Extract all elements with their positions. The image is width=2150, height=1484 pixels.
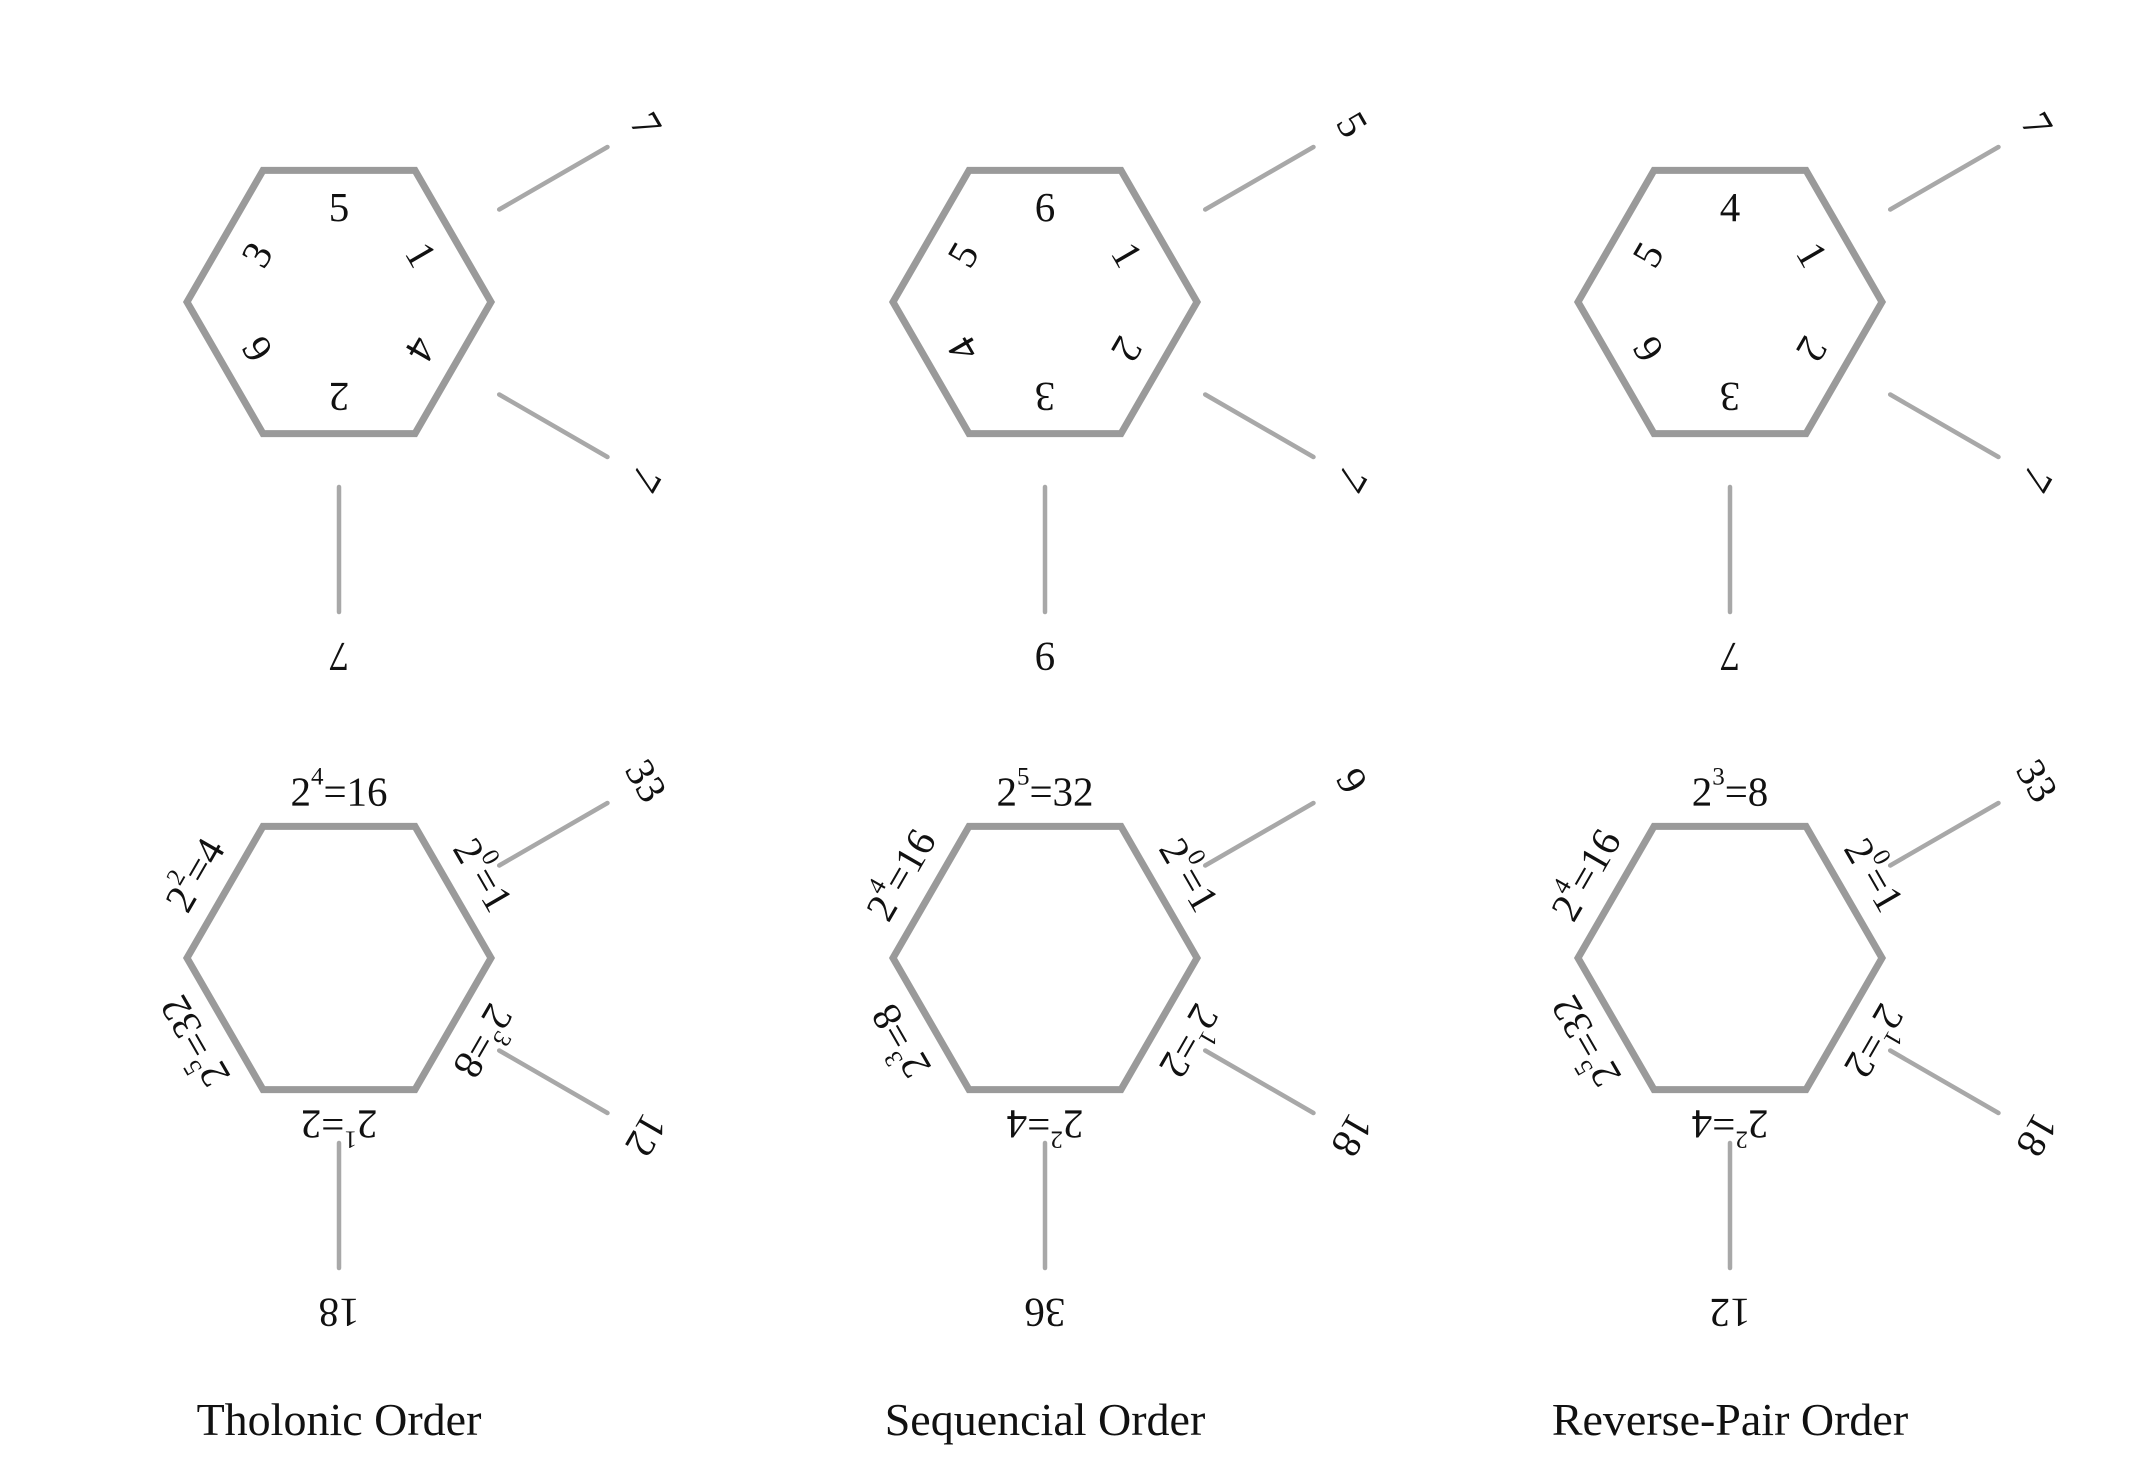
bottom-lower_right-connector — [1887, 1048, 2001, 1116]
inner-number: 5 — [1623, 234, 1673, 275]
top-hexagon — [1573, 166, 1887, 438]
inner-number: 1 — [1787, 234, 1837, 275]
bottom-lower_right-label: 18 — [2007, 1106, 2067, 1165]
inner-number: 4 — [1720, 184, 1741, 230]
top-upper_right-connector — [1202, 144, 1316, 212]
edge-power-label: 23=8 — [444, 997, 527, 1089]
top-upper_right-label: 5 — [1327, 104, 1377, 145]
bottom-upper_right-connector — [1202, 800, 1316, 868]
top-lower_right-label: 7 — [2012, 459, 2062, 500]
top-bottom-label: 7 — [329, 634, 350, 680]
edge-power-label: 21=2 — [301, 1102, 378, 1154]
bottom-bottom-label: 36 — [1025, 1290, 1066, 1336]
bottom-lower_right-label: 18 — [1322, 1106, 1382, 1165]
column-caption: Sequencial Order — [885, 1394, 1206, 1445]
top-upper_right-label: 7 — [2012, 104, 2062, 145]
top-upper_right-label: 7 — [621, 104, 671, 145]
inner-number: 3 — [232, 234, 282, 275]
bottom-hexagon — [182, 822, 496, 1094]
inner-number: 2 — [329, 374, 350, 420]
edge-power-label: 20=1 — [1835, 827, 1918, 919]
top-hexagon-group: 6 1 2 3 4 5 5 7 9 — [888, 104, 1377, 680]
top-hexagon-group: 5 1 4 2 6 3 7 7 7 — [182, 104, 671, 680]
column-2: 6 1 2 3 4 5 5 7 9 25=32 20=1 21=2 22=4 23=8 24=16 9 18 36… — [852, 104, 1383, 1445]
inner-number: 1 — [396, 234, 446, 275]
bottom-upper_right-label: 33 — [2007, 751, 2067, 810]
bottom-upper_right-label: 9 — [1327, 760, 1377, 801]
edge-power-label: 21=2 — [1150, 997, 1233, 1089]
bottom-upper_right-label: 33 — [616, 751, 676, 810]
top-lower_right-connector — [1202, 392, 1316, 460]
bottom-lower_right-connector — [1202, 1048, 1316, 1116]
inner-number: 6 — [1035, 184, 1056, 230]
top-hexagon-group: 4 1 2 3 6 5 7 7 7 — [1573, 104, 2062, 680]
edge-power-label: 24=16 — [290, 763, 387, 815]
column-3: 41236577723=820=121=222=425=3224=1633181… — [1537, 104, 2068, 1445]
edge-power-label: 25=32 — [996, 763, 1093, 815]
bottom-hexagon — [1573, 822, 1887, 1094]
top-hexagon — [182, 166, 496, 438]
top-lower_right-label: 7 — [621, 459, 671, 500]
bottom-hexagon — [888, 822, 1202, 1094]
top-hexagon — [888, 166, 1202, 438]
edge-power-label: 20=1 — [444, 827, 527, 919]
top-bottom-label: 9 — [1035, 634, 1056, 680]
bottom-bottom-label: 12 — [1710, 1290, 1751, 1336]
edge-power-label: 24=16 — [1537, 818, 1630, 928]
edge-power-label: 25=32 — [1537, 988, 1630, 1098]
top-bottom-label: 7 — [1720, 634, 1741, 680]
bottom-upper_right-connector — [1887, 800, 2001, 868]
bottom-hexagon-group: 25=32 20=1 21=2 22=4 23=8 24=16 9 18 36 — [852, 760, 1383, 1336]
top-lower_right-connector — [496, 392, 610, 460]
inner-number: 3 — [1720, 374, 1741, 420]
bottom-lower_right-connector — [496, 1048, 610, 1116]
inner-number: 4 — [938, 329, 988, 370]
top-lower_right-connector — [1887, 392, 2001, 460]
edge-power-label: 21=2 — [1835, 997, 1918, 1089]
inner-number: 2 — [1787, 329, 1837, 370]
edge-power-label: 20=1 — [1150, 827, 1233, 919]
top-lower_right-label: 7 — [1327, 459, 1377, 500]
bottom-lower_right-label: 12 — [616, 1106, 676, 1165]
edge-power-label: 22=4 — [151, 827, 234, 919]
edge-power-label: 22=4 — [1007, 1102, 1084, 1154]
bottom-bottom-label: 18 — [319, 1290, 360, 1336]
bottom-hexagon-group: 24=16 20=1 23=8 21=2 25=32 22=4 33 12 18 — [146, 751, 677, 1336]
edge-power-label: 24=16 — [852, 818, 945, 928]
edge-power-label: 23=8 — [857, 997, 940, 1089]
column-caption: Reverse-Pair Order — [1552, 1394, 1908, 1445]
column-1: 5 1 4 2 6 3 7 7 7 24=16 20=1 23=8 21=2 25=32 22=4 33 12 1… — [146, 104, 677, 1445]
column-caption: Tholonic Order — [197, 1394, 482, 1445]
bottom-upper_right-connector — [496, 800, 610, 868]
edge-power-label: 22=4 — [1692, 1102, 1769, 1154]
inner-number: 5 — [938, 234, 988, 275]
edge-power-label: 25=32 — [146, 988, 239, 1098]
inner-number: 5 — [329, 184, 350, 230]
inner-number: 2 — [1102, 329, 1152, 370]
inner-number: 6 — [232, 329, 282, 370]
inner-number: 1 — [1102, 234, 1152, 275]
top-upper_right-connector — [496, 144, 610, 212]
edge-power-label: 23=8 — [1692, 763, 1769, 815]
inner-number: 3 — [1035, 374, 1056, 420]
inner-number: 4 — [396, 329, 446, 370]
bottom-hexagon-group: 23=8 20=1 21=2 22=4 25=32 24=16 33 18 12 — [1537, 751, 2068, 1336]
inner-number: 6 — [1623, 329, 1673, 370]
top-upper_right-connector — [1887, 144, 2001, 212]
